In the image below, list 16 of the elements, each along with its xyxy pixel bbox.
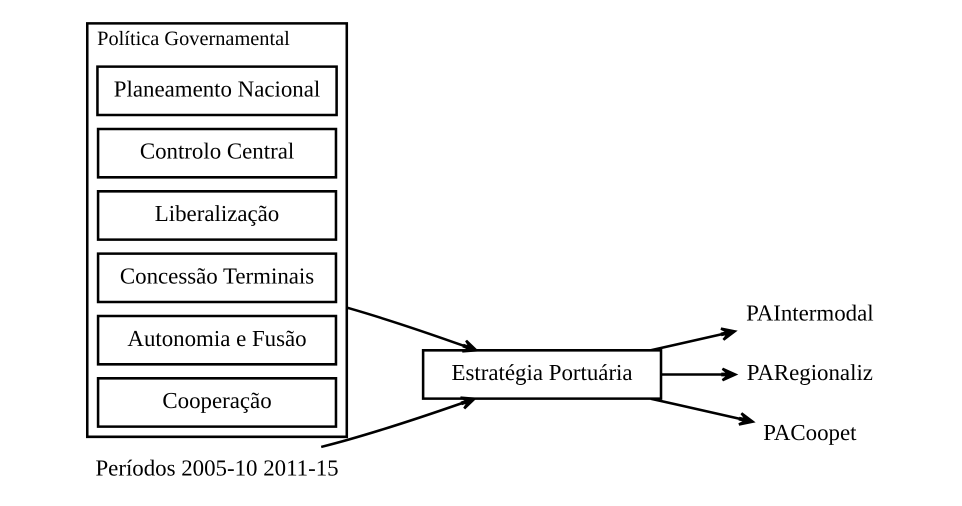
node-box: Autonomia e Fusão <box>96 314 338 366</box>
node-text: Períodos 2005-10 2011-15 <box>95 456 339 480</box>
node-box: Liberalização <box>96 190 338 241</box>
arrow <box>346 306 478 353</box>
node-box: Cooperação <box>96 377 338 428</box>
arrow <box>661 368 736 382</box>
node-box: Controlo Central <box>96 128 338 179</box>
node-box: Concessão Terminais <box>96 252 338 304</box>
arrow <box>650 327 736 352</box>
node-text: PAIntermodal <box>746 300 874 326</box>
arrow <box>320 396 476 448</box>
node-text: PACoopet <box>763 420 856 445</box>
node-box: Planeamento Nacional <box>96 65 338 116</box>
node-box: Estratégia Portuária <box>422 349 662 400</box>
node-text: PARegionaliz <box>746 360 873 386</box>
arrow <box>650 397 754 426</box>
